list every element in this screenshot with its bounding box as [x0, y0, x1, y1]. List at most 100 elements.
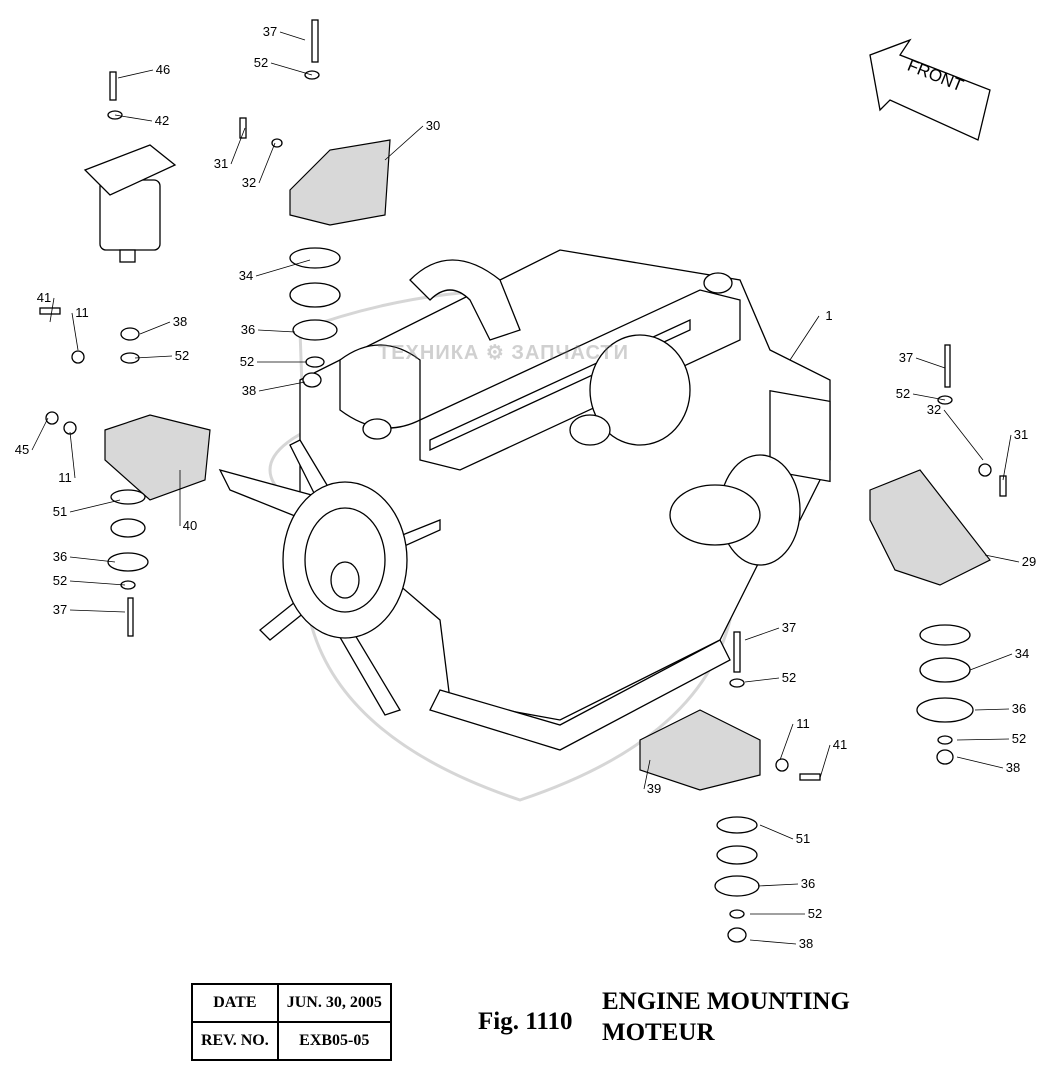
fan	[218, 439, 441, 716]
washer	[936, 749, 954, 765]
leader-line	[956, 738, 1010, 741]
watermark-text: ТЕХНИКА ⚙ ЗАПЧАСТИ	[378, 342, 630, 364]
leader-line	[257, 329, 296, 333]
date-label: DATE	[191, 983, 279, 1023]
callout-36: 36	[1012, 701, 1026, 716]
washer	[716, 816, 758, 834]
figure-number: Fig. 1110	[478, 1008, 573, 1035]
washer	[714, 875, 760, 897]
leader-line	[114, 114, 153, 122]
leader-line	[759, 824, 794, 840]
callout-37: 37	[263, 24, 277, 39]
callout-39: 39	[647, 781, 661, 796]
leader-line	[984, 554, 1020, 563]
leader-line	[744, 627, 780, 641]
leader-line	[279, 31, 306, 41]
bolt	[239, 117, 247, 139]
callout-45: 45	[15, 442, 29, 457]
date-value: JUN. 30, 2005	[276, 983, 392, 1023]
washer	[978, 463, 992, 477]
callout-1: 1	[825, 308, 832, 323]
leader-line	[134, 355, 173, 359]
leader-line	[819, 744, 831, 779]
bolt	[999, 475, 1007, 497]
callout-31: 31	[214, 156, 228, 171]
leader-line	[757, 883, 799, 887]
washer	[289, 282, 341, 308]
callout-38: 38	[173, 314, 187, 329]
washer	[289, 247, 341, 269]
washer	[919, 657, 971, 683]
bolt	[39, 307, 61, 315]
callout-36: 36	[241, 322, 255, 337]
washer	[937, 735, 953, 745]
engine-assembly	[299, 249, 831, 751]
callout-52: 52	[254, 55, 268, 70]
callout-34: 34	[239, 268, 253, 283]
washer	[107, 552, 149, 572]
callout-51: 51	[53, 504, 67, 519]
title-french: MOTEUR	[602, 1019, 715, 1046]
washer	[71, 350, 85, 364]
leader-line	[117, 69, 154, 79]
washer	[716, 845, 758, 865]
bolt	[127, 597, 134, 637]
bolt	[109, 71, 117, 101]
callout-37: 37	[782, 620, 796, 635]
callout-52: 52	[896, 386, 910, 401]
leader-line	[258, 381, 306, 392]
bracket-30	[289, 139, 391, 226]
washer	[120, 327, 140, 341]
bracket-40	[104, 414, 211, 501]
callout-52: 52	[1012, 731, 1026, 746]
callout-42: 42	[155, 113, 169, 128]
leader-line	[69, 556, 116, 563]
callout-41: 41	[833, 737, 847, 752]
leader-line	[912, 393, 946, 401]
washer	[729, 909, 745, 919]
leader-line	[643, 759, 651, 790]
leader-line	[779, 723, 794, 761]
leader-line	[31, 417, 49, 451]
front-arrow-icon	[869, 38, 991, 141]
leader-line	[956, 756, 1004, 769]
leader-line	[258, 142, 276, 184]
leader-line	[71, 312, 79, 351]
fuel-filter	[83, 144, 177, 263]
callout-52: 52	[808, 906, 822, 921]
callout-32: 32	[242, 175, 256, 190]
washer	[727, 927, 747, 943]
leader-line	[139, 321, 171, 335]
callout-37: 37	[899, 350, 913, 365]
leader-line	[69, 431, 76, 479]
callout-52: 52	[782, 670, 796, 685]
callout-11: 11	[58, 470, 72, 485]
leader-line	[943, 409, 984, 461]
callout-37: 37	[53, 602, 67, 617]
callout-38: 38	[799, 936, 813, 951]
title-english: ENGINE MOUNTING	[602, 988, 850, 1015]
leader-line	[230, 127, 246, 165]
callout-31: 31	[1014, 427, 1028, 442]
leader-line	[255, 259, 311, 277]
callout-38: 38	[1006, 760, 1020, 775]
rev-value: EXB05-05	[276, 1021, 392, 1061]
callout-52: 52	[53, 573, 67, 588]
callout-52: 52	[240, 354, 254, 369]
leader-line	[969, 653, 1013, 671]
leader-line	[915, 357, 946, 369]
washer	[919, 624, 971, 646]
callout-41: 41	[37, 290, 51, 305]
washer	[292, 319, 338, 341]
callout-29: 29	[1022, 554, 1036, 569]
bolt	[311, 19, 319, 63]
callout-36: 36	[801, 876, 815, 891]
callout-52: 52	[175, 348, 189, 363]
washer	[45, 411, 59, 425]
leader-line	[69, 580, 126, 586]
figure-title: ENGINE MOUNTING MOTEUR	[602, 986, 850, 1048]
callout-32: 32	[927, 402, 941, 417]
